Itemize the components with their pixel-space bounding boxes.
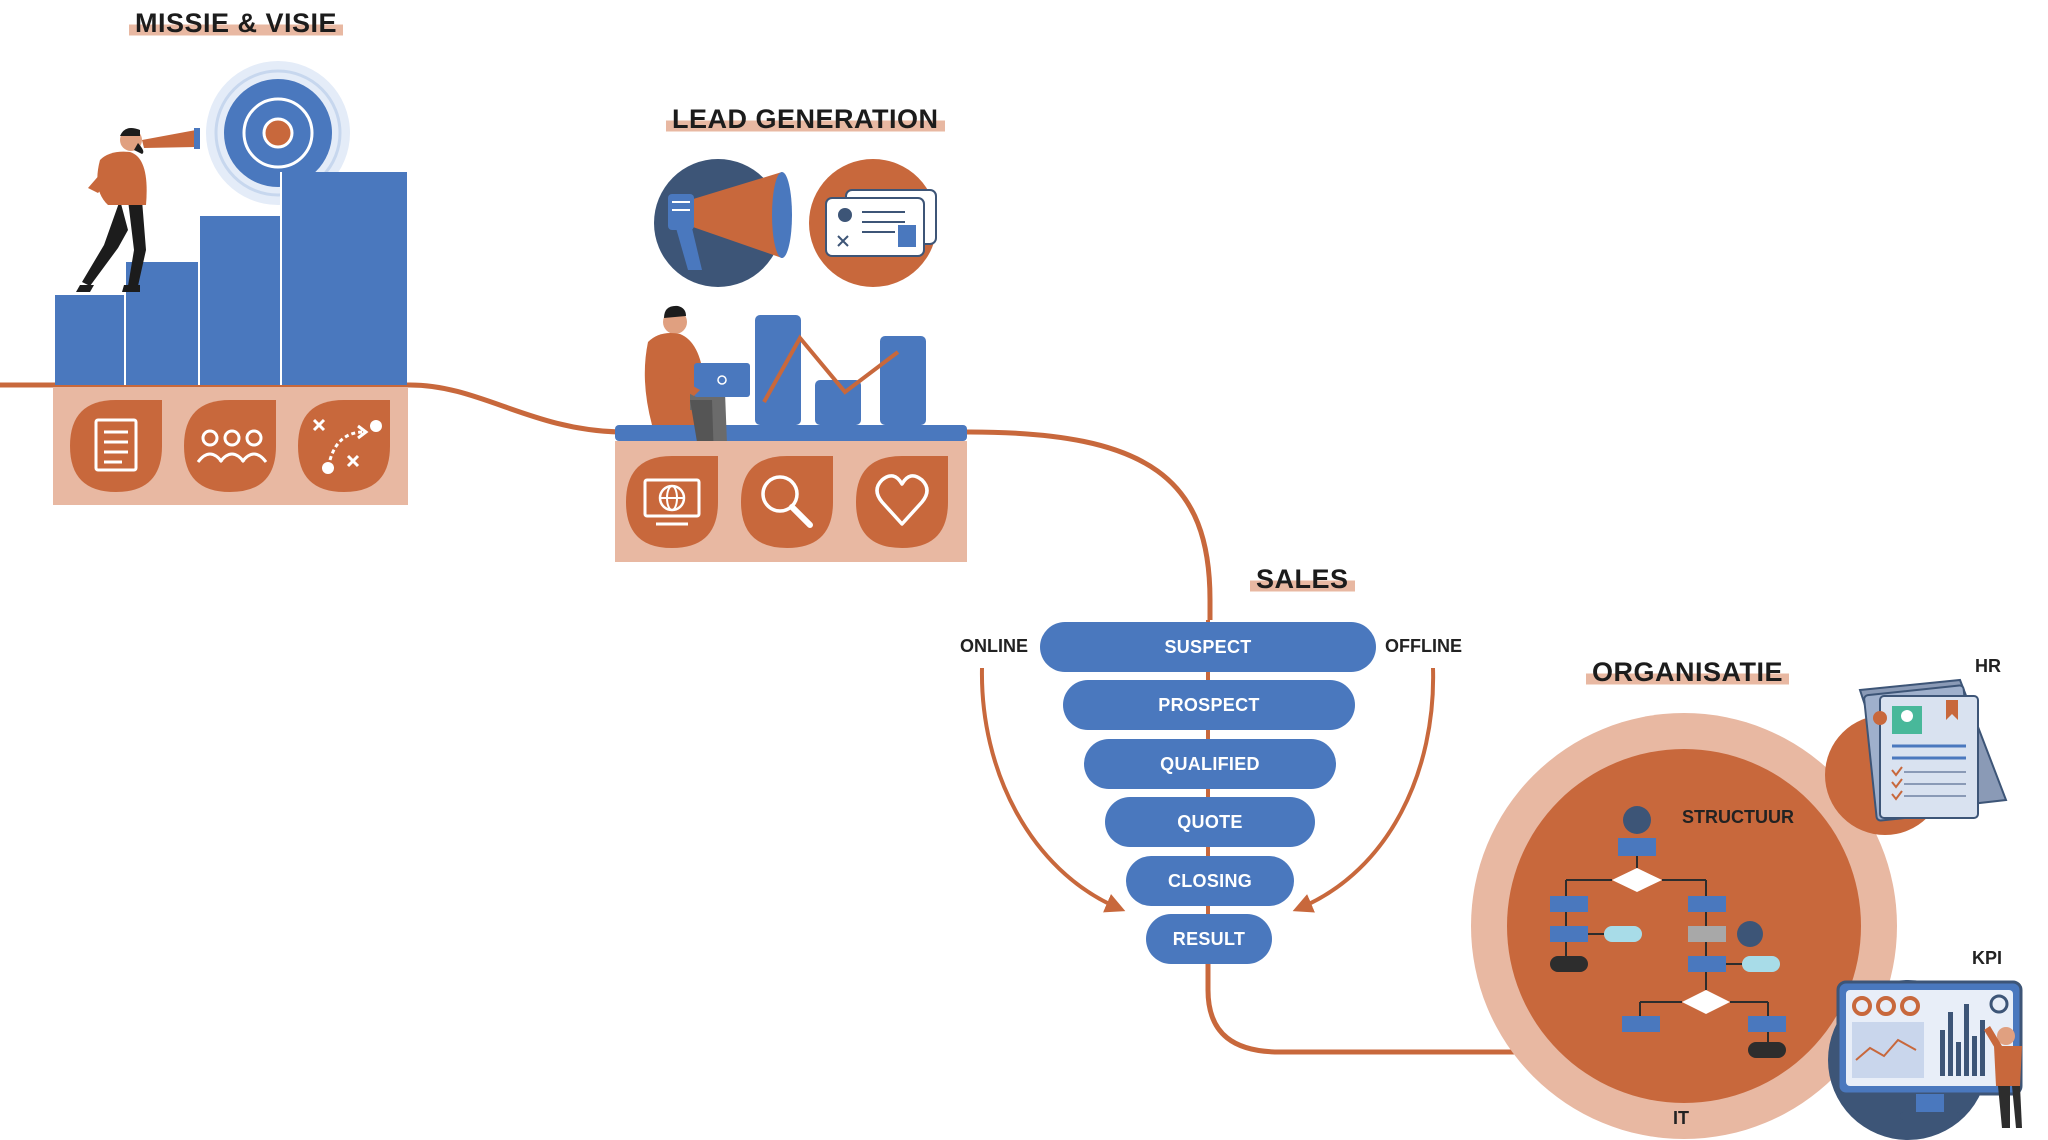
strategy-icon	[298, 400, 390, 492]
laptop-person-illustration	[644, 305, 750, 478]
funnel-stage-suspect: SUSPECT	[1040, 622, 1376, 672]
section-title-missie-visie: MISSIE & VISIE	[129, 8, 344, 38]
funnel-stage-prospect: PROSPECT	[1063, 680, 1355, 730]
id-cards-icon	[809, 159, 937, 287]
lead-bench	[615, 425, 967, 441]
lead-generation-section	[615, 159, 967, 562]
missie-visie-section	[53, 61, 408, 505]
section-title-organisatie: ORGANISATIE	[1586, 657, 1790, 687]
organisatie-inner-circle	[1507, 749, 1861, 1103]
stair-bar-3	[199, 216, 281, 385]
online-arrow	[979, 667, 1126, 913]
team-icon	[184, 400, 276, 492]
stair-bar-4	[281, 172, 407, 385]
lead-trend-line	[762, 334, 900, 403]
telescope-person-illustration	[76, 128, 200, 292]
hr-label: HR	[1975, 656, 2001, 676]
stair-bar-1	[55, 295, 125, 385]
kpi-label: KPI	[1972, 948, 2003, 968]
offline-label: OFFLINE	[1385, 636, 1462, 656]
online-label: ONLINE	[960, 636, 1029, 656]
section-title-sales: SALES	[1250, 564, 1355, 594]
it-label: IT	[1673, 1108, 1689, 1128]
hr-illustration	[1825, 678, 2008, 835]
heart-icon	[856, 456, 948, 548]
search-icon	[741, 456, 833, 548]
lead-bar-2	[815, 380, 861, 425]
lead-bar-1	[755, 315, 801, 425]
organisatie-section	[1471, 678, 2023, 1140]
kpi-illustration	[1828, 980, 2023, 1140]
section-title-lead-generation: LEAD GENERATION	[666, 104, 945, 134]
document-icon	[70, 400, 162, 492]
megaphone-icon	[654, 159, 792, 287]
funnel-stage-qualified: QUALIFIED	[1084, 739, 1336, 789]
journey-path	[0, 382, 1213, 620]
offline-arrow	[1292, 667, 1436, 913]
lead-bar-3	[880, 336, 926, 425]
journey-path-to-organisatie	[1205, 960, 1520, 1055]
structuur-label: STRUCTUUR	[1682, 807, 1794, 827]
funnel-stage-result: RESULT	[1146, 914, 1272, 964]
funnel-stage-closing: CLOSING	[1126, 856, 1294, 906]
web-monitor-icon	[626, 456, 718, 548]
org-structure-chart	[1550, 806, 1786, 1058]
funnel-stage-quote: QUOTE	[1105, 797, 1315, 847]
